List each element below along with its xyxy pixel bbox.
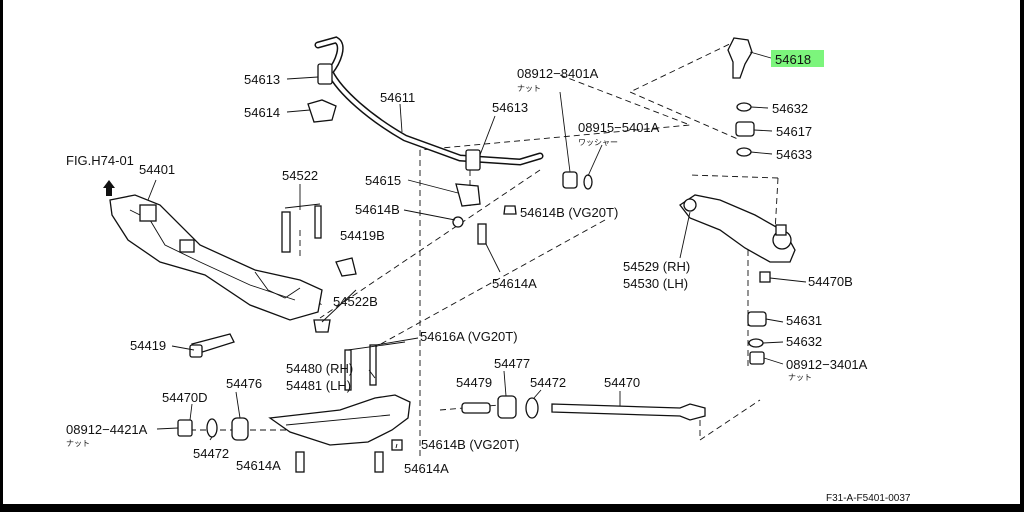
label-54529-rh: 54529 (RH) [623, 259, 690, 274]
label-08912-8401a: 08912−8401A [517, 66, 599, 81]
label-54477: 54477 [494, 356, 530, 371]
label-54470: 54470 [604, 375, 640, 390]
crossmember [109, 194, 323, 321]
label-54632-bottom: 54632 [786, 334, 822, 349]
label-54419: 54419 [130, 338, 166, 353]
bottom-border [0, 504, 1024, 512]
label-54470b: 54470B [808, 274, 853, 289]
label-54522: 54522 [282, 168, 318, 183]
label-54614b-vg20t-2: 54614B (VG20T) [421, 437, 519, 452]
label-54614a-right: 54614A [492, 276, 537, 291]
left-border [0, 0, 3, 512]
up-arrow-icon [103, 180, 115, 196]
label-54401: 54401 [139, 162, 175, 177]
label-08912-4421a: 08912−4421A [66, 422, 148, 437]
tension-rod [461, 395, 706, 421]
crossmember-bolts [189, 203, 357, 358]
label-54614: 54614 [244, 105, 280, 120]
bar-nut-washer [559, 91, 603, 190]
label-08915-5401a: 08915−5401A [578, 120, 660, 135]
label-54480-rh: 54480 (RH) [286, 361, 353, 376]
label-54611: 54611 [380, 90, 415, 105]
label-54632-top: 54632 [772, 101, 808, 116]
label-nut-1: ナット [517, 84, 541, 93]
label-54614a-center: 54614A [404, 461, 449, 476]
label-nut-2: ナット [788, 373, 812, 382]
lower-arm [679, 194, 796, 283]
label-08912-3401a: 08912−3401A [786, 357, 868, 372]
right-stack [727, 37, 767, 365]
label-54615: 54615 [365, 173, 401, 188]
label-54616a-vg20t: 54616A (VG20T) [420, 329, 518, 344]
label-54633: 54633 [776, 147, 812, 162]
label-54479: 54479 [456, 375, 492, 390]
label-54614b-vg20t: 54614B (VG20T) [520, 205, 618, 220]
dashed-guides [180, 39, 779, 460]
lower-bracket [268, 341, 411, 446]
label-54481-lh: 54481 (LH) [286, 378, 351, 393]
label-54617: 54617 [776, 124, 812, 139]
label-54530-lh: 54530 (LH) [623, 276, 688, 291]
label-54472-right: 54472 [530, 375, 566, 390]
label-54614a-bottom: 54614A [236, 458, 281, 473]
label-fig-h74-01: FIG.H74-01 [66, 153, 134, 168]
label-54419b: 54419B [340, 228, 385, 243]
right-border [1020, 0, 1024, 512]
label-54613-left: 54613 [244, 72, 280, 87]
label-54631: 54631 [786, 313, 822, 328]
stabilizer-bar [307, 36, 544, 228]
label-54476: 54476 [226, 376, 262, 391]
label-washer: ワッシャー [578, 138, 618, 147]
label-54472-left: 54472 [193, 446, 229, 461]
label-nut-3: ナット [66, 439, 90, 448]
drawing-code: F31-A-F5401-0037 [826, 493, 911, 504]
label-54470d: 54470D [162, 390, 208, 405]
label-54614b-left: 54614B [355, 202, 400, 217]
part-labels: 54618 54632 54617 54633 08912−8401A ナット … [66, 52, 911, 504]
highlight-box [771, 50, 824, 67]
left-bushings [177, 417, 249, 441]
label-54613-right: 54613 [492, 100, 528, 115]
leader-lines [147, 51, 807, 449]
label-54522b: 54522B [333, 294, 378, 309]
label-54618: 54618 [775, 52, 811, 67]
